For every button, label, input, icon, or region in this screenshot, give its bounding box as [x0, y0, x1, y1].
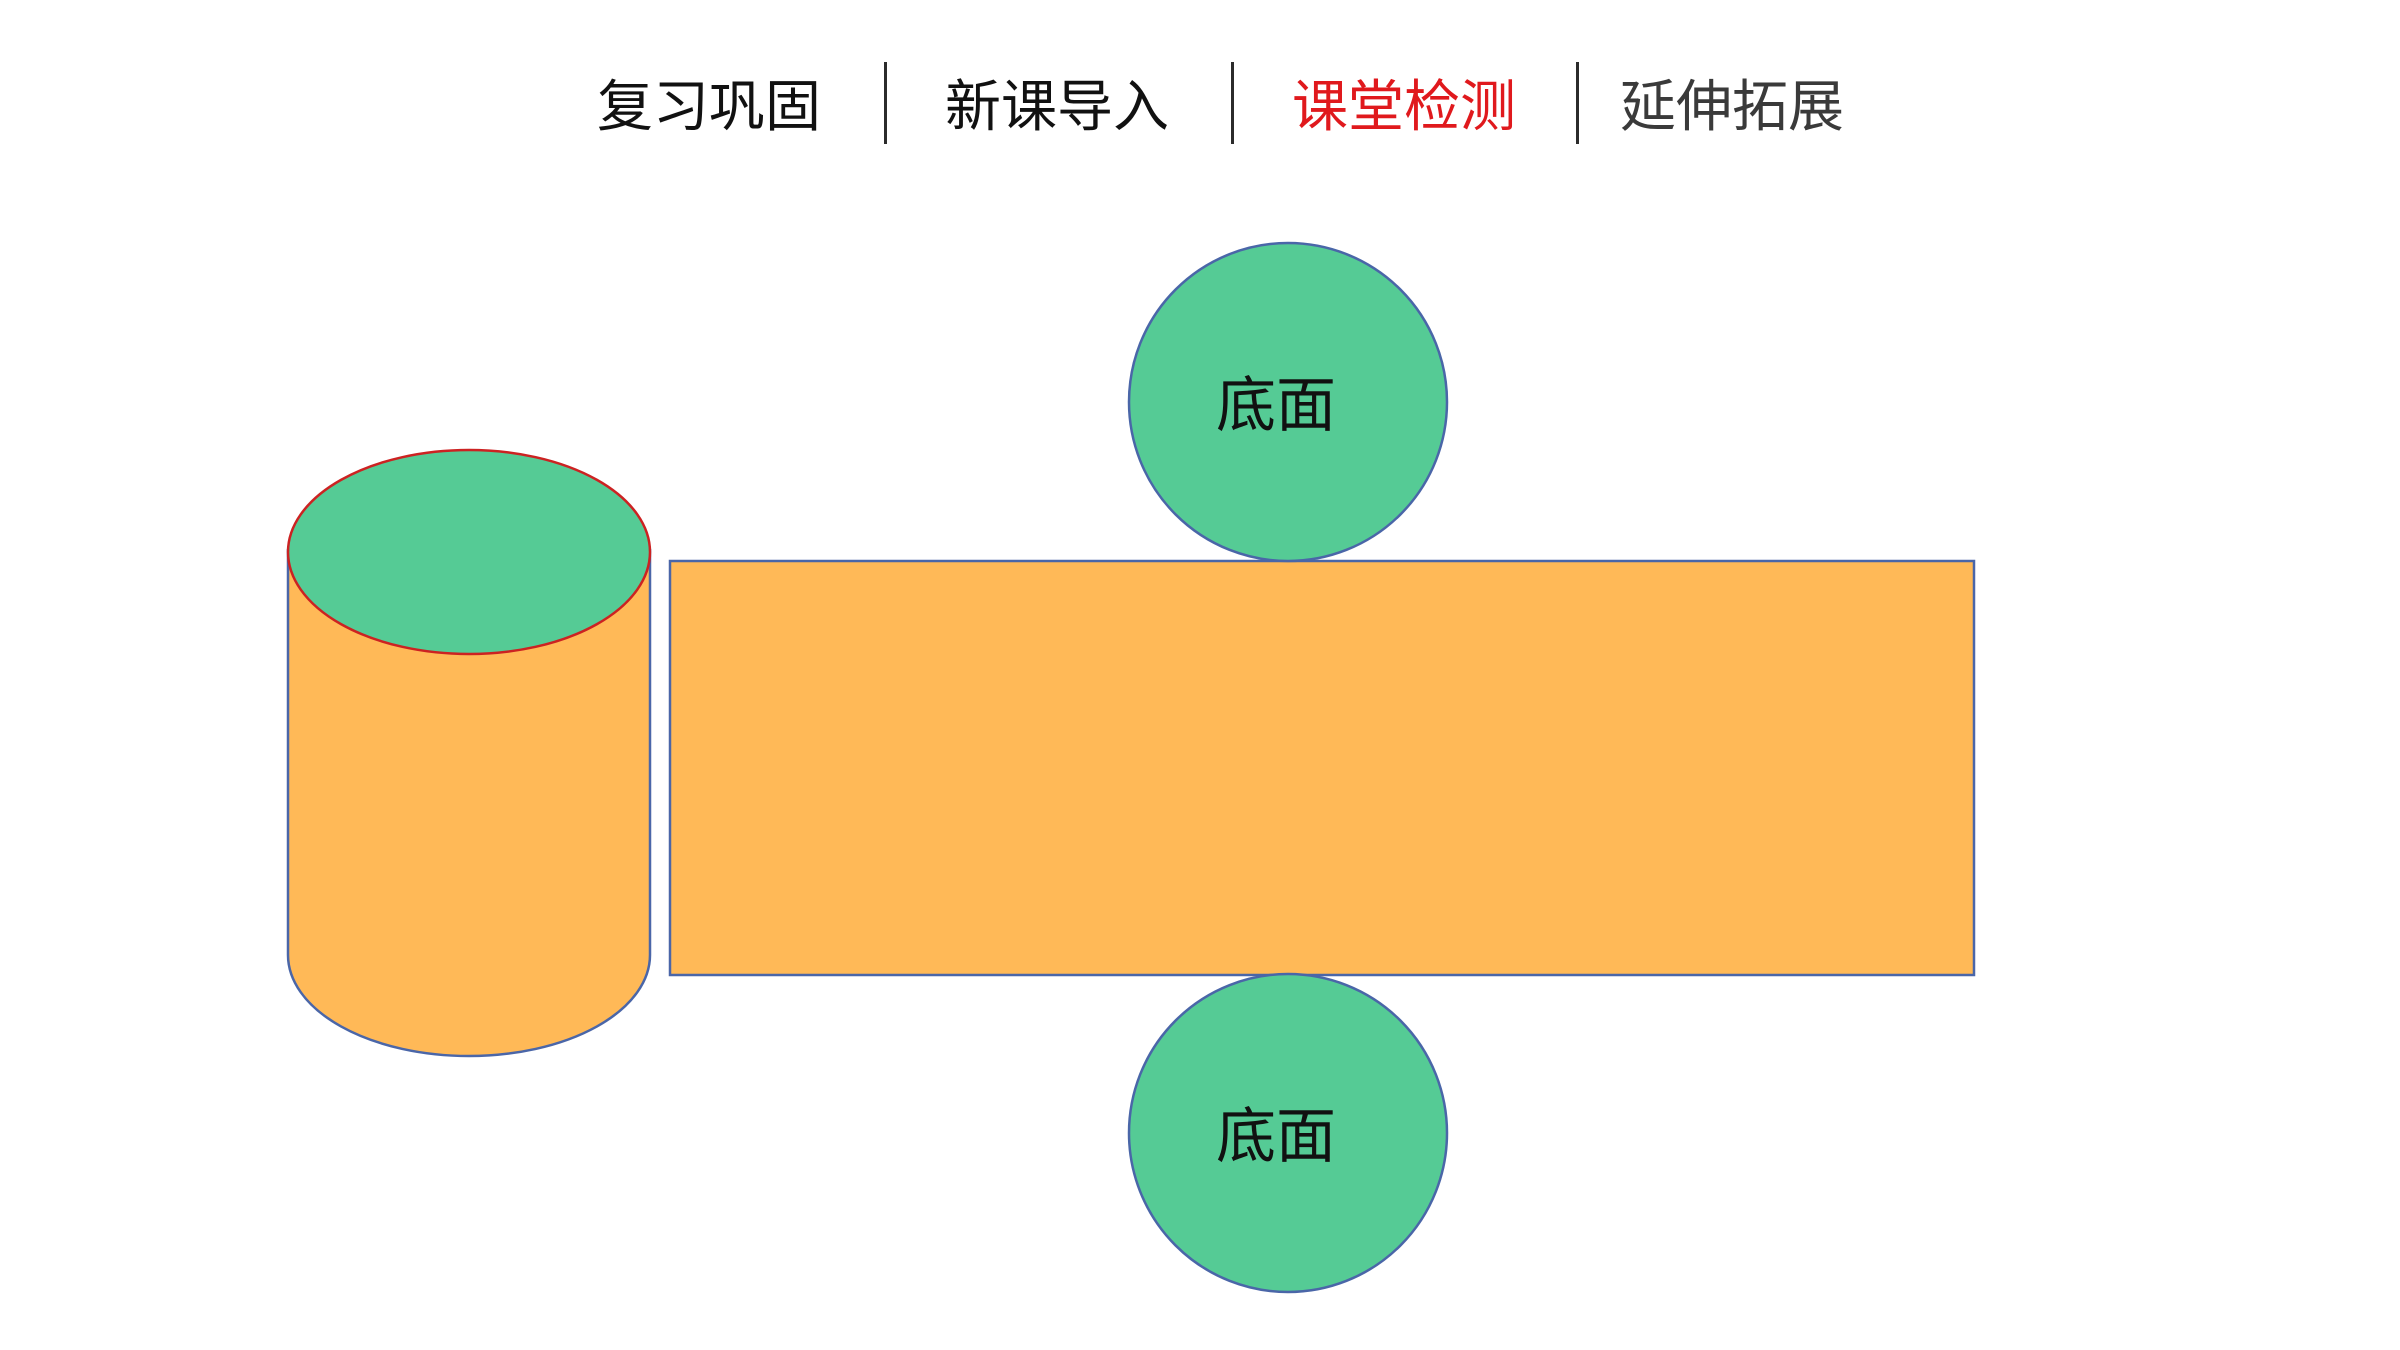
cylinder-side — [286, 548, 652, 1058]
nav-divider — [1576, 62, 1579, 144]
nav-item-new-lesson[interactable]: 新课导入 — [945, 75, 1169, 140]
top-base: 底面 — [1127, 241, 1449, 563]
lateral-surface-rectangle — [668, 559, 1976, 977]
bottom-base-label: 底面 — [1216, 1102, 1336, 1172]
nav-item-review[interactable]: 复习巩固 — [597, 75, 821, 140]
nav-divider — [884, 62, 887, 144]
top-base-circle — [1127, 241, 1449, 563]
nav-item-class-test[interactable]: 课堂检测 — [1292, 75, 1516, 140]
cylinder — [286, 448, 652, 1058]
nav-divider — [1231, 62, 1234, 144]
bottom-base: 底面 — [1127, 972, 1449, 1294]
nav-item-extension[interactable]: 延伸拓展 — [1620, 75, 1844, 140]
cylinder-top-face — [286, 448, 652, 656]
top-base-label: 底面 — [1216, 371, 1336, 441]
section-nav: 复习巩固 新课导入 课堂检测 延伸拓展 — [0, 0, 2400, 160]
bottom-base-circle — [1127, 972, 1449, 1294]
